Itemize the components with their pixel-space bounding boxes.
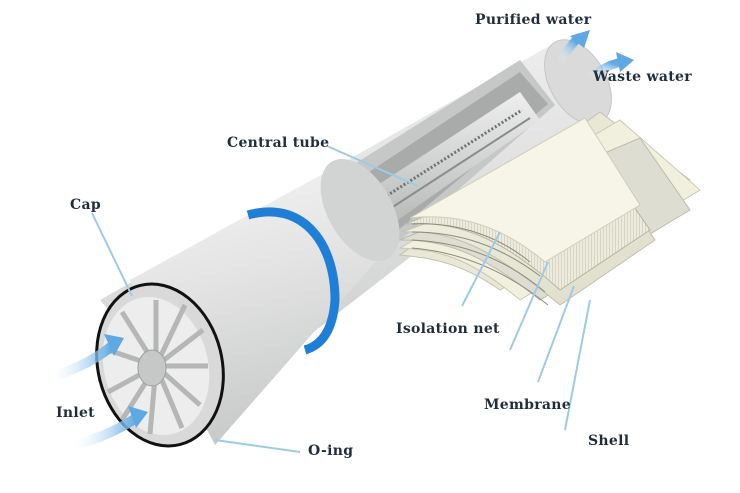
cap-leader — [91, 212, 133, 297]
isolation-net-label: Isolation net — [396, 321, 500, 337]
isolation-net-leader — [461, 231, 501, 307]
shell-leader — [564, 299, 591, 431]
waste-water-label: Waste water — [593, 69, 692, 85]
purified-water-arrow — [555, 30, 590, 67]
isolation-net-leader-2 — [509, 261, 549, 351]
leader-lines — [91, 145, 591, 453]
central-tube-leader — [326, 145, 419, 187]
front-cap — [95, 282, 225, 448]
membrane-leader — [537, 285, 575, 383]
waste-water-arrow — [585, 52, 634, 83]
central-tube — [370, 92, 540, 222]
central-tube-label: Central tube — [227, 135, 330, 151]
membrane-label: Membrane — [484, 397, 571, 413]
shell-label: Shell — [588, 433, 630, 449]
inlet-label: Inlet — [56, 405, 95, 421]
o-ring-label: O-ing — [308, 443, 354, 459]
inlet-arrow-lower — [65, 406, 148, 451]
inlet-arrow-upper — [43, 334, 124, 383]
o-ring-leader — [214, 439, 301, 453]
blue-band — [246, 207, 340, 355]
cap-label: Cap — [70, 197, 101, 213]
purified-water-label: Purified water — [475, 12, 592, 28]
membrane-sheets — [398, 111, 701, 306]
